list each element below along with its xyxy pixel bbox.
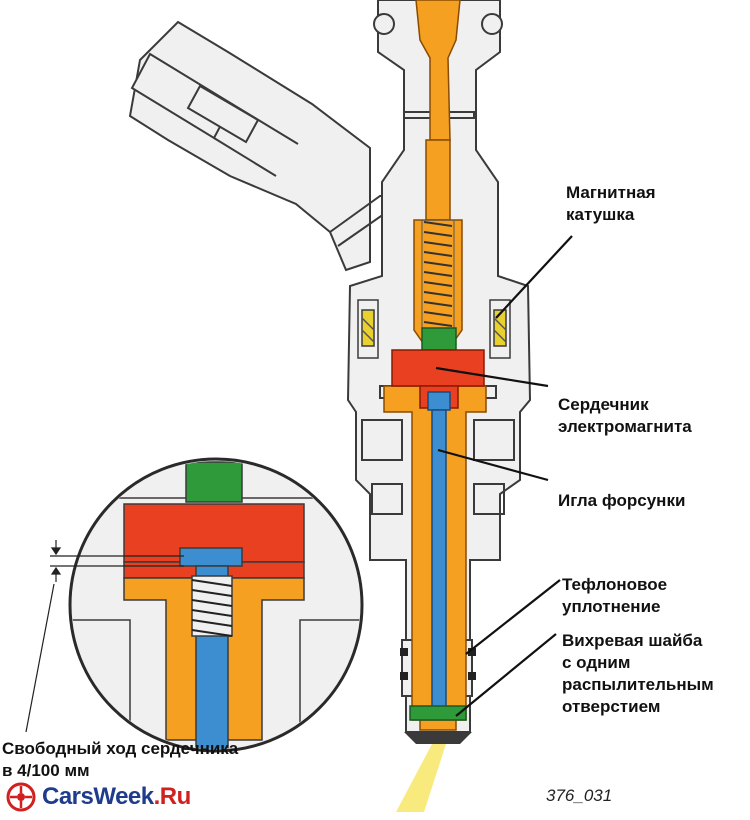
label-teflon-line: Тефлоновое xyxy=(562,575,668,594)
label-armature-line: электромагнита xyxy=(558,417,692,436)
label-swirl-line: распылительным xyxy=(562,675,714,694)
label-travel-line: в 4/100 мм xyxy=(2,761,90,780)
label-armature: Сердечник электромагнита xyxy=(558,394,692,438)
label-coil: Магнитная катушка xyxy=(566,182,656,226)
leader-lines xyxy=(435,235,573,717)
site-watermark: CarsWeek.Ru xyxy=(6,780,191,814)
label-needle-line: Игла форсунки xyxy=(558,491,686,510)
label-needle: Игла форсунки xyxy=(558,490,685,512)
car-wheel-icon xyxy=(6,782,36,812)
label-coil-line: катушка xyxy=(566,205,635,224)
label-swirl-line: отверстием xyxy=(562,697,661,716)
label-travel-line: Свободный ход сердечника xyxy=(2,739,239,758)
watermark-brand: CarsWeek xyxy=(42,783,154,810)
figure-number: 376_031 xyxy=(546,786,613,805)
label-travel: Свободный ход сердечника в 4/100 мм xyxy=(2,738,238,782)
watermark-text: CarsWeek.Ru xyxy=(42,783,191,811)
watermark-domain: .Ru xyxy=(153,783,192,810)
detail-magnifier xyxy=(68,457,364,753)
travel-indicator xyxy=(25,540,184,733)
nozzle-tip xyxy=(404,732,472,744)
label-teflon-line: уплотнение xyxy=(562,597,661,616)
fuel-spray xyxy=(396,744,446,812)
injector-needle xyxy=(427,391,451,717)
magnet-coil xyxy=(357,299,511,359)
swirl-disc xyxy=(409,705,467,721)
label-swirl-line: Вихревая шайба xyxy=(562,631,703,650)
filter-insert xyxy=(421,327,457,351)
label-swirl-line: с одним xyxy=(562,653,631,672)
label-coil-line: Магнитная xyxy=(566,183,656,202)
label-teflon: Тефлоновое уплотнение xyxy=(562,574,667,618)
teflon-seal xyxy=(400,648,476,680)
label-armature-line: Сердечник xyxy=(558,395,649,414)
label-swirl: Вихревая шайба с одним распылительным от… xyxy=(562,630,714,718)
electrical-connector xyxy=(128,20,398,272)
